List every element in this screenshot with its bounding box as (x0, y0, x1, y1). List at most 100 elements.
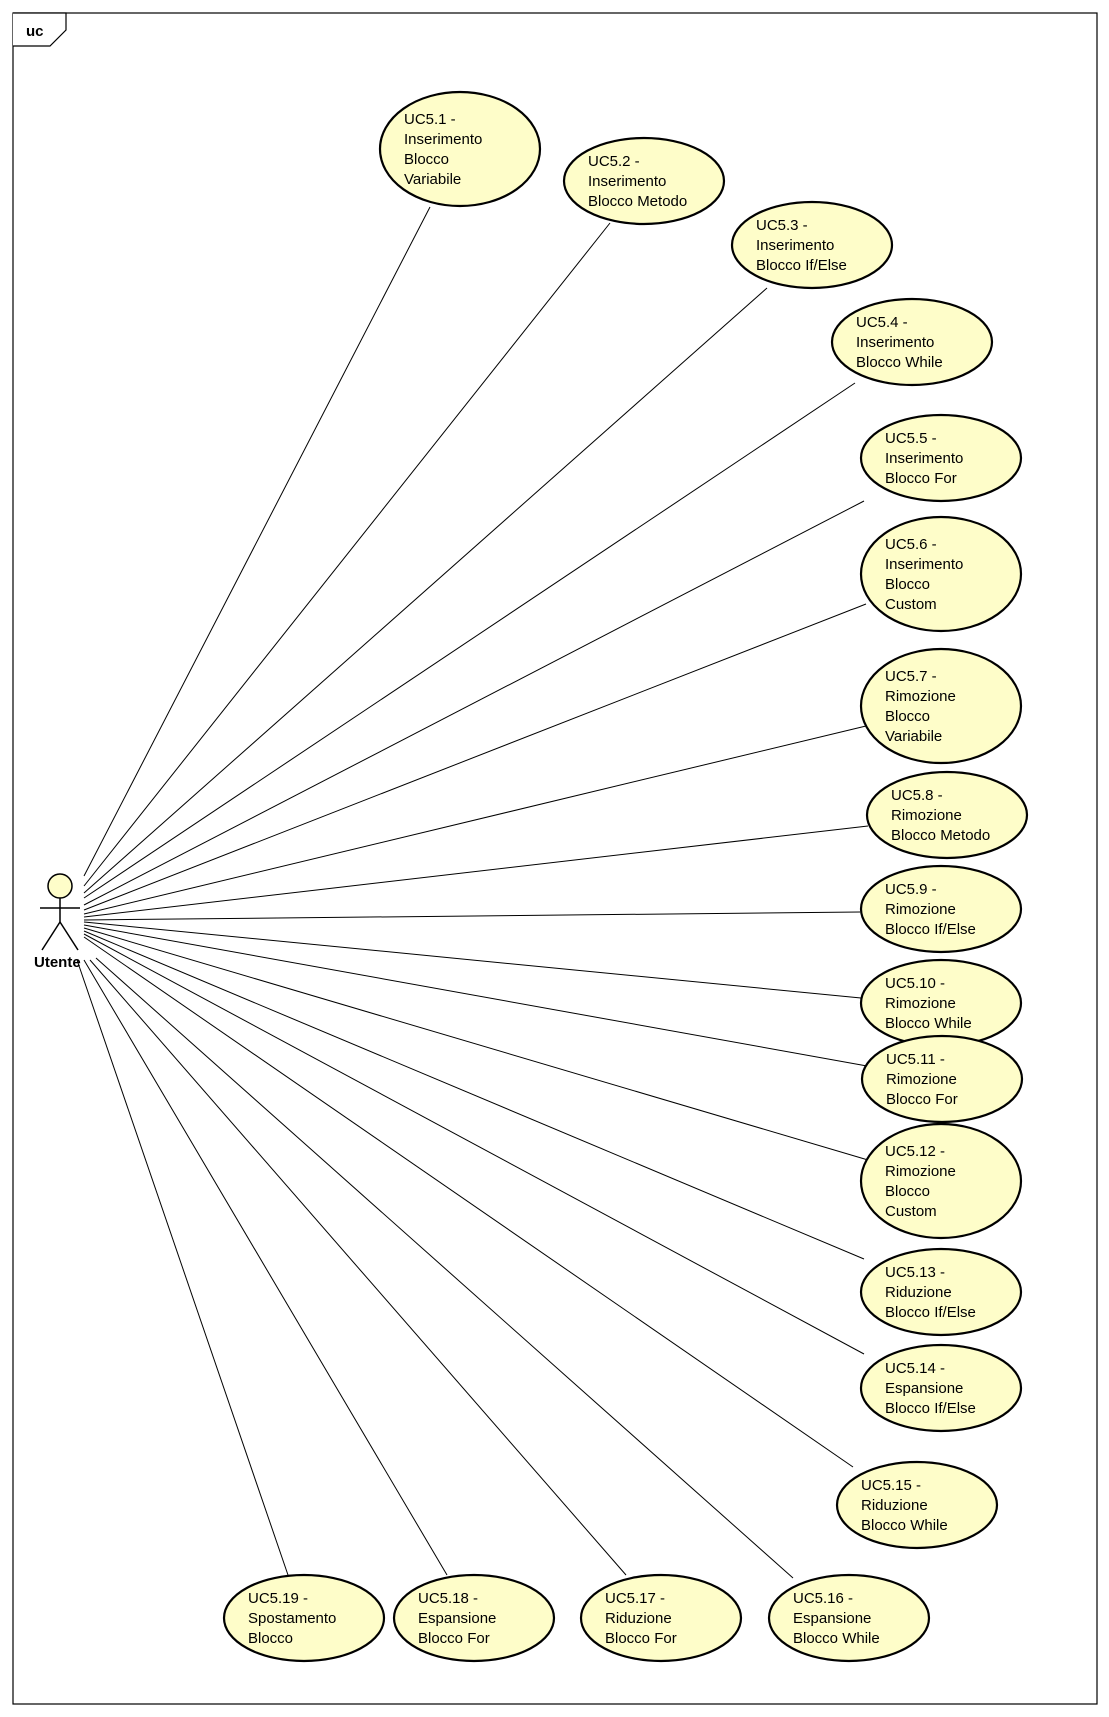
use-case-label-line: Blocco For (885, 470, 957, 487)
actor-head (47, 873, 73, 899)
use-case-ellipse (730, 200, 894, 290)
association-line-uc5-10 (83, 921, 862, 999)
use-case-label-line: UC5.17 - (605, 1590, 665, 1607)
use-case-label-line: Inserimento (885, 556, 963, 573)
associations (76, 206, 869, 1579)
association-line-uc5-2 (83, 222, 611, 887)
use-case-ellipse (562, 136, 726, 226)
use-case-label-line: Blocco (885, 708, 930, 725)
association-line-uc5-13 (83, 930, 865, 1260)
use-case-label-line: Spostamento (248, 1610, 336, 1627)
use-case-label-line: UC5.16 - (793, 1590, 853, 1607)
use-case-label-line: UC5.7 - (885, 668, 937, 685)
use-case-label-line: Inserimento (885, 450, 963, 467)
association-line-uc5-9 (83, 911, 861, 921)
use-case-label-line: Blocco For (605, 1630, 677, 1647)
use-case-label-line: UC5.8 - (891, 787, 943, 804)
use-case-ellipse (835, 1460, 999, 1550)
use-case-label-line: Blocco Metodo (891, 827, 990, 844)
use-case-label-line: UC5.6 - (885, 536, 937, 553)
use-case-label-line: Rimozione (885, 901, 956, 918)
use-case-label-line: UC5.3 - (756, 217, 808, 234)
use-case-ellipse (767, 1573, 931, 1663)
association-line-uc5-4 (83, 382, 856, 899)
use-case-ellipse (859, 515, 1023, 633)
actor-utente[interactable]: Utente (34, 873, 81, 971)
use-case-label-line: UC5.11 - (886, 1051, 945, 1068)
use-case-label-line: UC5.5 - (885, 430, 937, 447)
use-case-ellipse (392, 1573, 556, 1663)
association-line-uc5-16 (95, 957, 794, 1579)
use-case-ellipse (859, 864, 1023, 954)
use-case-label-line: Custom (885, 1203, 937, 1220)
use-case-ellipse (859, 1122, 1023, 1240)
use-case-label-line: Blocco If/Else (885, 1400, 976, 1417)
use-case-label-line: Blocco Metodo (588, 193, 687, 210)
use-case-ellipse (859, 413, 1023, 503)
use-case-ellipse (830, 297, 994, 387)
use-case-label-line: Custom (885, 596, 937, 613)
use-case-label-line: UC5.9 - (885, 881, 937, 898)
use-case-label-line: Blocco If/Else (885, 921, 976, 938)
association-line-uc5-5 (83, 500, 865, 906)
use-case-label-line: Blocco (404, 151, 449, 168)
use-case-label-line: UC5.10 - (885, 975, 945, 992)
use-case-label-line: Espansione (885, 1380, 963, 1397)
use-case-label-line: Espansione (793, 1610, 871, 1627)
association-line-uc5-1 (83, 206, 431, 877)
use-case-label-line: Blocco For (886, 1091, 958, 1108)
use-case-label-line: Blocco While (856, 354, 943, 371)
use-case-ellipse (222, 1573, 386, 1663)
association-line-uc5-18 (83, 959, 448, 1576)
use-case-label-line: UC5.12 - (885, 1143, 945, 1160)
use-case-ellipse (860, 1034, 1024, 1124)
actor-name: Utente (34, 954, 81, 971)
use-case-label-line: Blocco (885, 1183, 930, 1200)
use-case-label-line: UC5.4 - (856, 314, 908, 331)
use-case-label-line: UC5.14 - (885, 1360, 945, 1377)
use-case-label-line: Rimozione (885, 995, 956, 1012)
use-case-label-line: Blocco While (885, 1015, 972, 1032)
use-case-label-line: Blocco While (793, 1630, 880, 1647)
association-line-uc5-14 (83, 933, 865, 1355)
use-case-label-line: Blocco (885, 576, 930, 593)
use-case-label-line: Inserimento (404, 131, 482, 148)
use-case-label-line: Riduzione (861, 1497, 928, 1514)
frame-tag: uc (26, 23, 44, 40)
use-case-label-line: UC5.15 - (861, 1477, 921, 1494)
use-case-label-line: Variabile (404, 171, 461, 188)
use-case-ellipse (378, 90, 542, 208)
use-case-label-line: Inserimento (756, 237, 834, 254)
association-line-uc5-15 (83, 936, 854, 1468)
association-line-uc5-12 (83, 927, 869, 1161)
use-case-label-line: Blocco While (861, 1517, 948, 1534)
use-case-label-line: UC5.2 - (588, 153, 640, 170)
use-case-label-line: UC5.18 - (418, 1590, 478, 1607)
use-case-label-line: Blocco If/Else (756, 257, 847, 274)
use-case-label-line: Variabile (885, 728, 942, 745)
use-case-label-line: Rimozione (885, 1163, 956, 1180)
use-case-label-line: Inserimento (588, 173, 666, 190)
use-case-label-line: Blocco If/Else (885, 1304, 976, 1321)
association-line-uc5-6 (83, 603, 867, 911)
